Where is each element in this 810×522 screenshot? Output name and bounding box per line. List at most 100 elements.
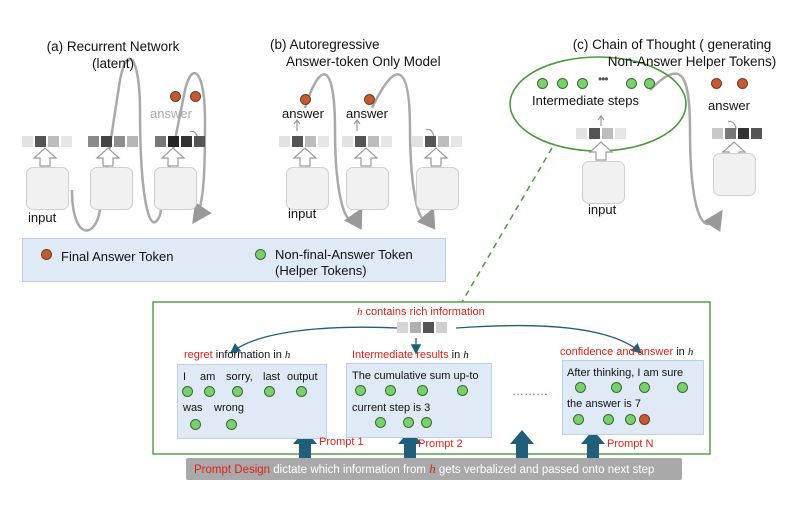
panel-b-answer-label-2: answer <box>346 106 388 121</box>
col1-token-7 <box>226 419 237 430</box>
h-title-rest: contains rich information <box>362 306 485 318</box>
panel-a-title: (a) Recurrent Network (latent) <box>28 38 198 72</box>
col2-token-1 <box>355 385 366 396</box>
prompt-mid-arrow <box>510 430 534 458</box>
prompt-n-label: Prompt N <box>607 438 654 450</box>
rnn-cell-3 <box>154 167 197 210</box>
state-cells-b3 <box>412 136 462 147</box>
cot-cell-2 <box>713 153 756 196</box>
col1-token-6 <box>190 419 201 430</box>
panel-c-title: (c) Chain of Thought ( generating Non-An… <box>552 36 792 70</box>
cot-curve <box>649 72 723 233</box>
col3-token-6 <box>603 414 614 425</box>
col1-heading-h: h <box>284 349 291 361</box>
panel-b-title: (b) Autoregressive Answer-token Only Mod… <box>268 36 478 70</box>
cot-cell-1 <box>582 161 625 204</box>
col2-heading-rest: in <box>448 349 464 361</box>
col2-token-2 <box>385 385 396 396</box>
col3-answer-token <box>639 414 650 425</box>
autoregressive-curve-2 <box>370 73 436 230</box>
panel-c-answer-token-1 <box>711 78 722 89</box>
col3-token-5 <box>573 414 584 425</box>
col2-heading-red: Intermediate results <box>352 349 449 361</box>
dashed-connector <box>461 147 553 303</box>
bottom-frame <box>152 301 711 455</box>
prompt-design-rest: gets verbalized and passed onto next ste… <box>435 464 655 476</box>
col2-box: The cumulative sum up-to current step is… <box>346 363 492 438</box>
col2-line-1: The cumulative sum up-to <box>352 370 479 382</box>
h-title-symbol: h <box>357 306 363 318</box>
dots-between: ……… <box>512 384 548 398</box>
ar-cell-2 <box>346 167 389 210</box>
col1-word-2: am <box>200 371 216 383</box>
autoregressive-curve-1 <box>303 73 363 230</box>
col3-heading-rest: in <box>673 346 688 358</box>
prompt-1-label: Prompt 1 <box>319 436 364 448</box>
col1-heading: regret information in h <box>184 349 290 361</box>
col1-word-6: was <box>183 402 203 414</box>
state-cells-b2 <box>342 136 392 147</box>
col3-heading-red: confidence and answer <box>560 346 674 358</box>
col3-token-2 <box>611 382 622 393</box>
state-cells-b1 <box>279 136 329 147</box>
panel-a-answer-token-2 <box>190 91 201 102</box>
panel-c-input-label: input <box>588 202 617 217</box>
col2-line-2: current step is 3 <box>352 402 431 414</box>
col1-token-4 <box>264 386 275 397</box>
legend-nonfinal-token <box>255 249 266 260</box>
col1-word-4: last <box>263 371 281 383</box>
state-cells-c1 <box>576 128 626 139</box>
col3-line-2: the answer is 7 <box>567 398 641 410</box>
intermediate-steps-label: Intermediate steps <box>532 93 639 108</box>
col1-token-1 <box>182 386 193 397</box>
col3-heading: confidence and answer in h <box>560 346 693 358</box>
panel-b-answer-token-2 <box>364 94 375 105</box>
prompt-2-label: Prompt 2 <box>418 438 463 450</box>
col3-box: After thinking, I am sure the answer is … <box>562 360 704 435</box>
col2-heading-h: h <box>463 349 469 361</box>
legend-nonfinal-label-2: (Helper Tokens) <box>275 263 367 278</box>
col1-word-3: sorry, <box>226 371 253 383</box>
col1-token-3 <box>232 386 243 397</box>
col2-token-3 <box>417 385 428 396</box>
cot-token-1 <box>537 78 548 89</box>
cot-token-3 <box>577 78 588 89</box>
col2-token-7 <box>421 417 432 428</box>
panel-a-input-label: input <box>28 210 57 225</box>
rnn-cell-2 <box>90 167 133 210</box>
recurrent-curve <box>70 57 212 232</box>
panel-b-title-line1: (b) Autoregressive <box>270 37 380 52</box>
col1-token-5 <box>296 386 307 397</box>
col1-word-1: I <box>183 371 187 383</box>
panel-a-title-line1: (a) Recurrent Network <box>46 39 180 54</box>
col2-token-5 <box>375 417 386 428</box>
cot-token-5 <box>644 78 655 89</box>
state-cells-a1 <box>22 136 72 147</box>
prompt-design-mid: dictate which information from <box>270 464 430 476</box>
col3-heading-h: h <box>687 346 694 358</box>
state-cells-a3 <box>155 136 205 147</box>
ar-cell-1 <box>286 167 329 210</box>
panel-a-answer-token-1 <box>170 91 181 102</box>
state-cells-c2 <box>712 128 762 139</box>
panel-a-answer-label: answer <box>150 106 192 121</box>
cot-token-2 <box>557 78 568 89</box>
col3-token-3 <box>639 382 650 393</box>
rnn-cell-1 <box>26 167 69 210</box>
col3-token-1 <box>575 382 586 393</box>
panel-c-title-line2: Non-Answer Helper Tokens) <box>607 54 777 69</box>
h-state-cells <box>397 322 447 333</box>
panel-b-answer-token-1 <box>300 94 311 105</box>
legend-nonfinal-label-1: Non-final-Answer Token <box>275 247 413 262</box>
h-title: h contains rich information <box>357 306 485 318</box>
panel-b-input-label: input <box>288 206 317 221</box>
prompt-design-bar: Prompt Design dictate which information … <box>186 458 682 480</box>
panel-b-answer-label-1: answer <box>282 106 324 121</box>
panel-b-title-line2: Answer-token Only Model <box>286 54 441 69</box>
col1-word-5: output <box>287 371 318 383</box>
legend-final-label: Final Answer Token <box>61 249 174 264</box>
col3-token-4 <box>677 382 688 393</box>
prompt-n-arrow <box>581 430 605 458</box>
panel-a-title-line2: (latent) <box>91 56 135 71</box>
col3-line-1: After thinking, I am sure <box>567 367 684 379</box>
